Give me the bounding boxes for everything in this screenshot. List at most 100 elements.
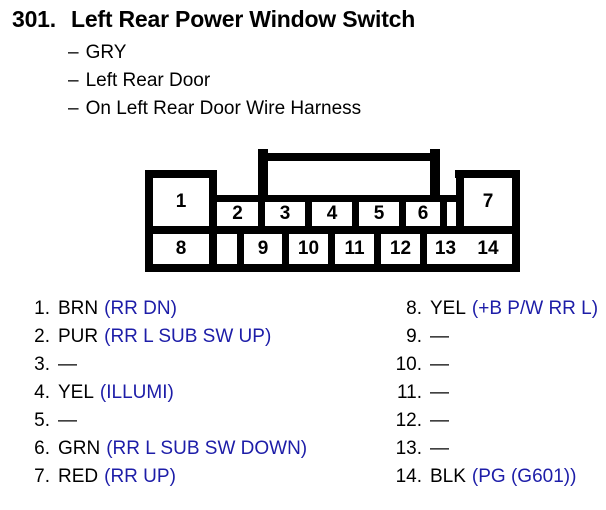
connector-outline-right xyxy=(512,170,520,272)
connector-pin-1: 1 xyxy=(153,178,209,226)
pin-signal-name: (RR DN) xyxy=(104,298,177,319)
connector-inner-right-wall xyxy=(456,170,464,264)
subtitle-label: GRY xyxy=(85,42,127,63)
pin-list-item: 12. — xyxy=(388,410,606,438)
pin-list-item: 9. — xyxy=(388,326,606,354)
connector-outline-top-right xyxy=(455,170,520,178)
pin-number-label: 5 xyxy=(373,203,385,224)
pin-list-number: 14. xyxy=(395,466,422,487)
connector-row-divider xyxy=(145,226,520,234)
connector-pin-12: 12 xyxy=(381,234,420,264)
pin-empty-mark: — xyxy=(58,410,77,431)
pin-list-number: 1. xyxy=(34,298,50,319)
pin-list-number: 12. xyxy=(395,410,422,431)
connector-inner-left-wall xyxy=(209,170,217,264)
pin-list-number: 9. xyxy=(406,326,422,347)
pin-number-label: 6 xyxy=(417,203,429,224)
pin-empty-mark: — xyxy=(430,382,449,403)
pin-number-label: 12 xyxy=(389,238,412,259)
title-text: Left Rear Power Window Switch xyxy=(70,6,416,32)
connector-pin-9: 9 xyxy=(244,234,282,264)
connector-pin-6: 6 xyxy=(406,202,440,226)
pin-separator-4-5 xyxy=(352,195,359,234)
pin-list-number: 8. xyxy=(406,298,422,319)
pin-list-item: 14. BLK (PG (G601)) xyxy=(388,466,606,494)
pin-signal-name: (ILLUMI) xyxy=(99,382,174,403)
pin-list-item: 1. BRN (RR DN) xyxy=(16,298,376,326)
connector-outline-left xyxy=(145,170,153,272)
pin-separator-5-6 xyxy=(399,195,406,234)
subtitle-label: On Left Rear Door Wire Harness xyxy=(85,98,362,119)
connector-shoulder-top xyxy=(209,195,464,202)
pin-wire-color: BLK xyxy=(430,466,466,487)
pin-list-item: 4. YEL (ILLUMI) xyxy=(16,382,376,410)
pin-separator-11-12 xyxy=(374,234,381,268)
pin-list-number: 5. xyxy=(34,410,50,431)
page-title: 301. Left Rear Power Window Switch xyxy=(12,6,415,33)
connector-pin-4: 4 xyxy=(312,202,352,226)
pin-list-number: 6. xyxy=(34,438,50,459)
pin-list-number: 7. xyxy=(34,466,50,487)
pin-separator-6-end xyxy=(440,195,447,234)
pin-list-item: 6. GRN (RR L SUB SW DOWN) xyxy=(16,438,376,466)
pin-list-item: 5. — xyxy=(16,410,376,438)
pin-list-item: 8. YEL (+B P/W RR L) xyxy=(388,298,606,326)
pin-number-label: 10 xyxy=(297,238,320,259)
subtitle-harness: –On Left Rear Door Wire Harness xyxy=(68,98,361,120)
pin-empty-mark: — xyxy=(58,354,77,375)
pin-separator-12-13 xyxy=(420,234,427,268)
connector-outline-bottom xyxy=(145,264,520,272)
pin-empty-mark: — xyxy=(430,326,449,347)
dash-icon: – xyxy=(68,70,79,91)
pin-list-item: 10. — xyxy=(388,354,606,382)
pin-list-number: 13. xyxy=(395,438,422,459)
title-number: 301. xyxy=(12,6,56,32)
pin-list-number: 3. xyxy=(34,354,50,375)
pin-signal-name: (PG (G601)) xyxy=(471,466,577,487)
pin-list-item: 2. PUR (RR L SUB SW UP) xyxy=(16,326,376,354)
pin-number-label: 1 xyxy=(175,191,187,212)
pin-wire-color: RED xyxy=(58,466,99,487)
dash-icon: – xyxy=(68,98,79,119)
subtitle-label: Left Rear Door xyxy=(85,70,211,91)
connector-pin-2: 2 xyxy=(217,202,258,226)
connector-pin-3: 3 xyxy=(265,202,305,226)
connector-top-bar xyxy=(258,153,440,161)
connector-pin-10: 10 xyxy=(289,234,328,264)
pin-number-label: 2 xyxy=(232,203,243,224)
pin-empty-mark: — xyxy=(430,438,449,459)
pin-list-item: 11. — xyxy=(388,382,606,410)
connector-pin-7: 7 xyxy=(464,178,512,226)
pin-list-item: 3. — xyxy=(16,354,376,382)
pin-wire-color: YEL xyxy=(430,298,466,319)
pin-number-label: 13 xyxy=(434,238,457,259)
pin-list-right: 8. YEL (+B P/W RR L) 9. — 10. — 11. — 12… xyxy=(388,298,606,494)
connector-pin-5: 5 xyxy=(359,202,399,226)
connector-diagram: 1 2 3 4 5 6 7 8 9 10 11 12 13 14 xyxy=(145,149,520,272)
pin-number-label: 9 xyxy=(257,238,269,259)
pin-empty-mark: — xyxy=(430,354,449,375)
pin-wire-color: PUR xyxy=(58,326,99,347)
pin-list-item: 7. RED (RR UP) xyxy=(16,466,376,494)
connector-pin-13: 13 xyxy=(427,234,464,264)
pin-list-number: 10. xyxy=(395,354,422,375)
pin-empty-mark: — xyxy=(430,410,449,431)
connector-tab-right xyxy=(430,149,440,201)
connector-pin-8: 8 xyxy=(153,234,209,264)
pin-signal-name: (+B P/W RR L) xyxy=(471,298,599,319)
connector-tab-left xyxy=(258,149,268,201)
pin-signal-name: (RR L SUB SW UP) xyxy=(104,326,272,347)
pin-separator-10-11 xyxy=(328,234,335,268)
subtitle-location: –Left Rear Door xyxy=(68,70,210,92)
pin-number-label: 8 xyxy=(175,238,187,259)
connector-outline-top-left xyxy=(145,170,217,178)
pin-signal-name: (RR L SUB SW DOWN) xyxy=(106,438,308,459)
pin-signal-name: (RR UP) xyxy=(104,466,176,487)
pin-list-number: 11. xyxy=(396,382,422,403)
pin-number-label: 3 xyxy=(279,203,291,224)
dash-icon: – xyxy=(68,42,79,63)
pin-list-number: 2. xyxy=(34,326,50,347)
pin-list-item: 13. — xyxy=(388,438,606,466)
pin-separator-2-3 xyxy=(258,195,265,234)
pin-separator-3-4 xyxy=(305,195,312,234)
